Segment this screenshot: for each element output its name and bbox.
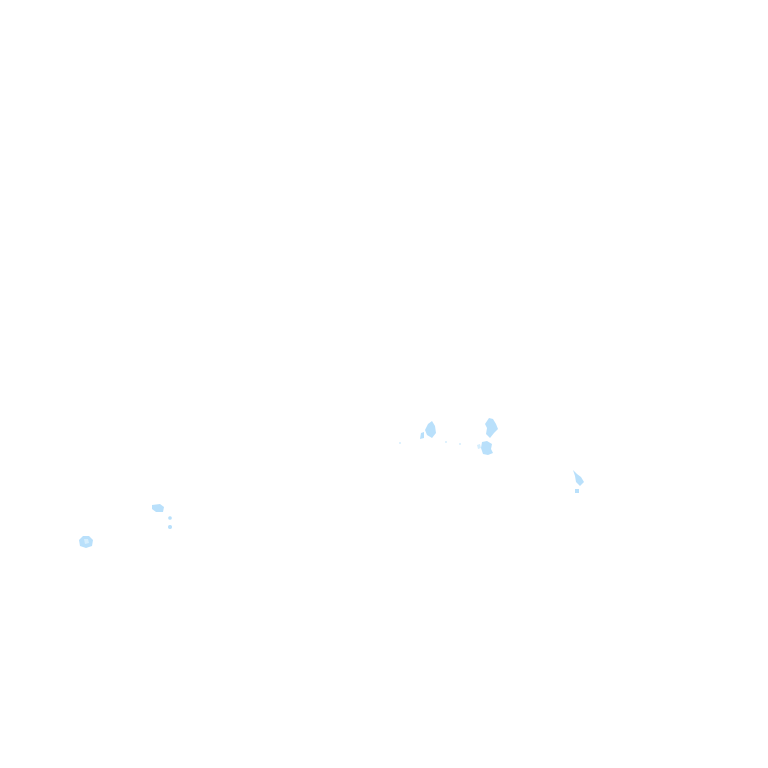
lake-feature xyxy=(575,489,579,493)
lake-feature xyxy=(477,444,481,449)
lake-feature xyxy=(152,504,164,512)
lake-cluster-center xyxy=(399,418,498,455)
pond-feature xyxy=(445,441,447,443)
pond-feature xyxy=(459,443,461,445)
lake-cluster-west xyxy=(79,504,172,548)
pond-feature xyxy=(168,525,172,529)
lake-island xyxy=(84,539,89,544)
lake-feature xyxy=(573,470,584,486)
pond-feature xyxy=(168,516,172,520)
lake-feature xyxy=(485,418,498,438)
lake-feature xyxy=(420,432,424,439)
lake-feature xyxy=(425,421,436,438)
lake-cluster-east xyxy=(573,470,584,493)
pond-feature xyxy=(399,442,401,444)
lake-feature xyxy=(481,441,493,455)
